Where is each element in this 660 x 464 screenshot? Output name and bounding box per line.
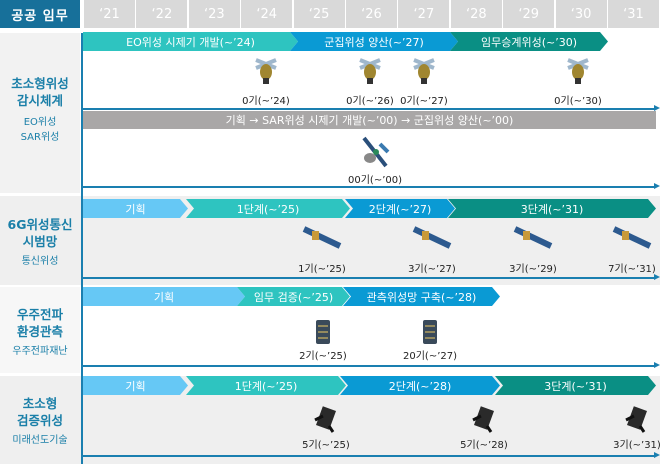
satellite-count-label: 3기(~’29) bbox=[509, 264, 557, 275]
year-cell: ‘28 bbox=[450, 0, 502, 28]
satellite-count-label: 2기(~’25) bbox=[299, 351, 347, 362]
sar-plan-bar: 기획 → SAR위성 시제기 개발(~’00) → 군집위성 양산(~’00) bbox=[83, 111, 656, 129]
sar-satellite-icon bbox=[358, 136, 392, 172]
year-cell: ‘27 bbox=[398, 0, 450, 28]
phase-stage-3: 3단계(~’31) bbox=[448, 199, 656, 218]
phase-plan: 기획 bbox=[83, 199, 188, 218]
sar-satellite-label: 00기(~’00) bbox=[347, 175, 403, 186]
label-line: 초소형 bbox=[22, 395, 58, 411]
satellite-count-label: 5기(~’25) bbox=[302, 440, 350, 451]
label-line: 우주전파 bbox=[16, 306, 63, 322]
satellite-count-label: 0기(~’30) bbox=[554, 96, 602, 107]
sub-label: 미래선도기술 bbox=[12, 434, 68, 446]
label-line: 시범망 bbox=[22, 233, 58, 249]
label-line: 환경관측 bbox=[16, 323, 63, 339]
satellite-count-label: 3기(~’27) bbox=[408, 264, 456, 275]
section-label-eo-sar: 초소형위성 감시체계 EO위성 SAR위성 bbox=[0, 60, 80, 160]
satellite-icon bbox=[566, 56, 590, 90]
year-cell: ‘22 bbox=[136, 0, 188, 28]
phase-eo-prototype: EO위성 시제기 개발(~’24) bbox=[83, 32, 298, 51]
phase-stage-1: 1단계(~’25) bbox=[186, 199, 350, 218]
section-3-label-bg bbox=[0, 287, 80, 373]
satellite-icon bbox=[254, 56, 278, 90]
satellite-icon bbox=[313, 318, 333, 350]
section-label-space-weather: 우주전파 환경관측 우주전파재난 bbox=[0, 295, 80, 370]
sub-label: 우주전파재난 bbox=[12, 345, 68, 357]
sub-label: 통신위성 bbox=[21, 255, 59, 267]
satellite-icon bbox=[469, 404, 499, 438]
timeline-vertical-line bbox=[81, 33, 83, 464]
label-line: 검증위성 bbox=[16, 412, 63, 428]
year-cell: ‘26 bbox=[346, 0, 397, 28]
satellite-count-label: 0기(~’27) bbox=[400, 96, 448, 107]
phase-mission-succession: 임무승계위성(~’30) bbox=[450, 32, 608, 51]
timeline-axis bbox=[83, 274, 660, 280]
label-line: 초소형위성 bbox=[11, 76, 69, 91]
satellite-count-label: 0기(~’26) bbox=[346, 96, 394, 107]
phase-cluster-production: 군집위성 양산(~’27) bbox=[290, 32, 458, 51]
year-cell: ‘30 bbox=[555, 0, 607, 28]
phase-stage-2: 2단계(~’28) bbox=[340, 376, 500, 395]
satellite-icon bbox=[412, 56, 436, 90]
timeline-axis bbox=[83, 362, 660, 368]
label-line: 6G위성통신 bbox=[7, 216, 73, 232]
year-cell: ‘24 bbox=[241, 0, 293, 28]
sub-label: EO위성 bbox=[23, 117, 57, 128]
satellite-icon bbox=[412, 226, 452, 254]
timeline-axis bbox=[83, 105, 660, 111]
year-cell: ‘25 bbox=[293, 0, 345, 28]
year-cell: ‘21 bbox=[84, 0, 135, 28]
satellite-icon bbox=[612, 226, 652, 254]
label-line: 감시체계 bbox=[16, 93, 63, 108]
phase-mission-verification: 임무 검증(~’25) bbox=[237, 287, 350, 306]
sub-label: SAR위성 bbox=[20, 132, 60, 143]
section-label-6g: 6G위성통신 시범망 통신위성 bbox=[0, 205, 80, 280]
satellite-count-label: 5기(~’28) bbox=[460, 440, 508, 451]
satellite-count-label: 1기(~’25) bbox=[298, 264, 346, 275]
satellite-count-label: 7기(~’31) bbox=[608, 264, 656, 275]
satellite-icon bbox=[420, 318, 440, 350]
timeline-axis bbox=[83, 452, 660, 458]
phase-stage-1: 1단계(~’25) bbox=[186, 376, 346, 395]
satellite-count-label: 20기(~’27) bbox=[402, 351, 458, 362]
satellite-icon bbox=[302, 226, 342, 254]
year-cell: ‘23 bbox=[188, 0, 240, 28]
satellite-icon bbox=[311, 404, 341, 438]
phase-stage-3: 3단계(~’31) bbox=[495, 376, 656, 395]
timeline-axis bbox=[83, 183, 660, 189]
header-title: 공공 임무 bbox=[0, 0, 80, 28]
satellite-icon bbox=[513, 226, 553, 254]
year-cell: ‘31 bbox=[608, 0, 659, 28]
section-label-verification: 초소형 검증위성 미래선도기술 bbox=[0, 384, 80, 459]
phase-stage-2: 2단계(~’27) bbox=[345, 199, 455, 218]
phase-network-build: 관측위성망 구축(~’28) bbox=[343, 287, 500, 306]
satellite-count-label: 3기(~’31) bbox=[613, 440, 660, 451]
satellite-icon bbox=[358, 56, 382, 90]
phase-plan: 기획 bbox=[83, 376, 188, 395]
satellite-icon bbox=[622, 404, 652, 438]
section-1-label-bg bbox=[0, 33, 80, 193]
satellite-count-label: 0기(~’24) bbox=[242, 96, 290, 107]
year-cell: ‘29 bbox=[503, 0, 555, 28]
phase-plan: 기획 bbox=[83, 287, 245, 306]
